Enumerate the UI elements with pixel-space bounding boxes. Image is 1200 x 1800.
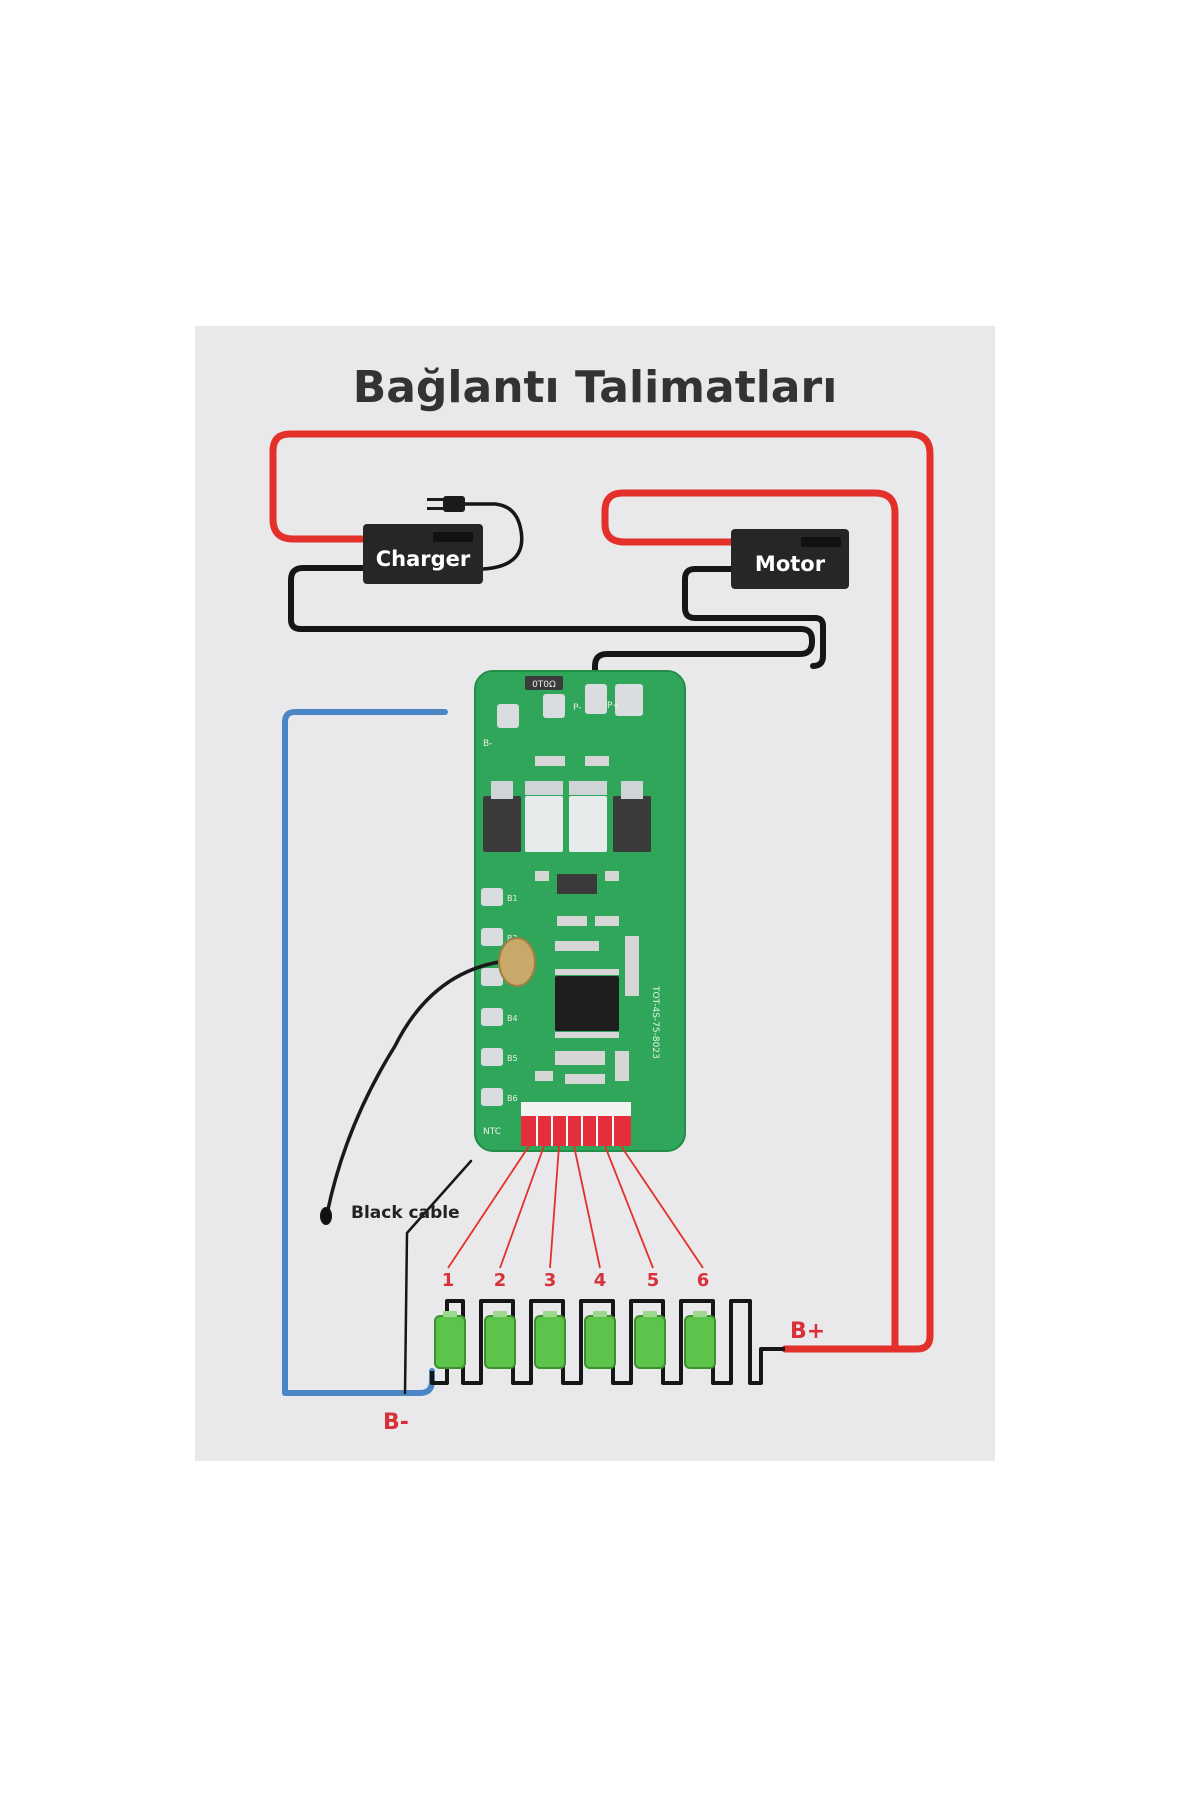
b-minus-label: B- <box>383 1410 409 1435</box>
charger-power-cord <box>461 502 524 571</box>
battery-cell-4 <box>584 1311 616 1369</box>
motor-label: Motor <box>755 552 826 576</box>
diagram-title: Bağlantı Talimatları <box>353 362 838 413</box>
battery-cell-5 <box>634 1311 666 1369</box>
diagram-panel: Bağlantı Talimatları Charger Motor 0T0 <box>195 326 995 1461</box>
red-wire-charger-to-b-plus <box>269 430 934 1353</box>
battery-cell-6 <box>684 1311 716 1369</box>
balance-leads <box>447 1145 704 1269</box>
motor-box: Motor <box>731 529 849 589</box>
black-wire-motor-to-p-minus <box>682 566 826 669</box>
plug-icon <box>427 496 465 512</box>
p-minus-marking: P- <box>573 703 581 713</box>
b-minus-pad-marking: B- <box>483 739 492 749</box>
b6-marking: B6 <box>507 1094 518 1103</box>
thermistor-probe-tip <box>320 1207 332 1225</box>
cell-label-5: 5 <box>647 1270 660 1291</box>
cell-label-2: 2 <box>494 1270 507 1291</box>
blue-wire-b-minus <box>282 709 448 1396</box>
b-plus-label: B+ <box>790 1319 825 1344</box>
cell-label-1: 1 <box>442 1270 455 1291</box>
battery-cell-3 <box>534 1311 566 1369</box>
model-marking: TOT-4S-75-8023 <box>650 985 660 1059</box>
charger-box: Charger <box>363 524 483 584</box>
fuse-marking: 0T0Ω <box>532 680 556 690</box>
bms-board: 0T0Ω P- P+ B- TOT-4S-75-8023 <box>474 670 686 1152</box>
black-cable-label: Black cable <box>351 1203 460 1223</box>
thermistor-black-cable <box>325 958 517 1216</box>
cell-label-3: 3 <box>544 1270 557 1291</box>
cell-label-6: 6 <box>697 1270 710 1291</box>
black-sense-wire <box>403 1159 473 1395</box>
p-plus-marking: P+ <box>607 701 620 711</box>
charger-label: Charger <box>376 547 471 571</box>
series-connection-wire <box>430 1299 785 1385</box>
battery-cell-2 <box>484 1311 516 1369</box>
red-wire-motor-to-b-plus <box>601 489 899 1353</box>
b4-marking: B4 <box>507 1014 518 1023</box>
b1-marking: B1 <box>507 894 518 903</box>
thermistor-pad <box>498 937 536 987</box>
b5-marking: B5 <box>507 1054 518 1063</box>
cell-label-4: 4 <box>594 1270 607 1291</box>
black-wire-charger-to-p-minus <box>288 565 815 689</box>
ntc-marking: NTC <box>483 1127 501 1137</box>
battery-cell-1 <box>434 1311 466 1369</box>
wiring-diagram: Bağlantı Talimatları Charger Motor 0T0 <box>269 362 934 1435</box>
